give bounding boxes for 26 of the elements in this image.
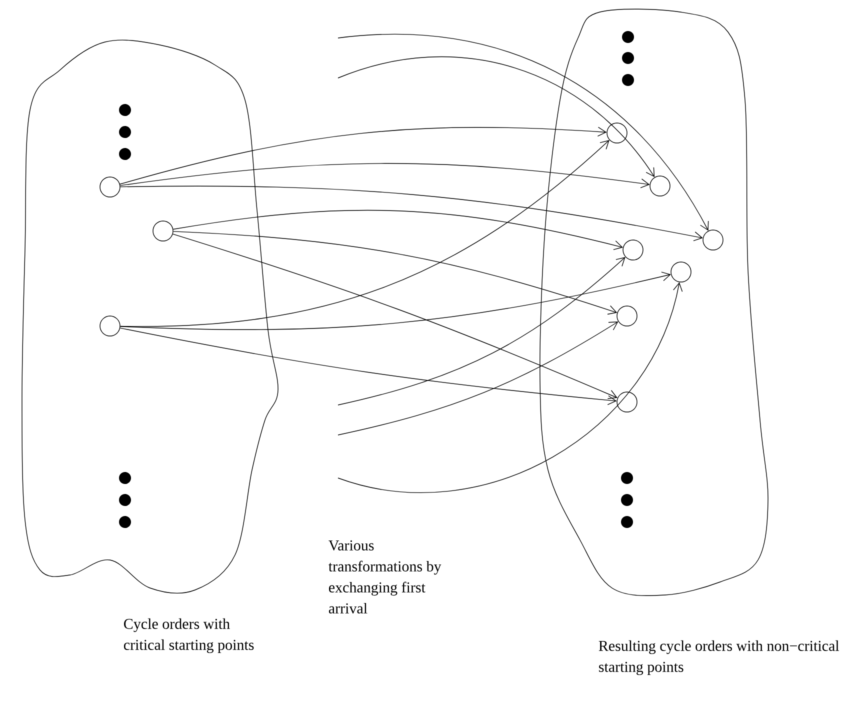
state-circle (100, 316, 120, 336)
arrow (120, 163, 650, 188)
arrow (173, 231, 618, 315)
arrow (338, 34, 709, 231)
arrow (338, 257, 626, 406)
state-circle (616, 392, 638, 412)
arrow (338, 282, 683, 493)
arrow (120, 126, 607, 184)
state-circle (152, 220, 174, 242)
state-circle (650, 176, 670, 196)
state-circle (622, 240, 644, 260)
group-label: Resulting cycle orders with non−critical starting points (598, 640, 840, 676)
arrow (338, 56, 655, 178)
group-label: Cycle orders with critical starting points (124, 618, 254, 654)
arrow (120, 328, 617, 406)
arrow (120, 186, 703, 242)
state-circle (616, 306, 638, 326)
state-circle (100, 176, 120, 198)
arrow (172, 234, 618, 399)
state-circle (670, 262, 692, 282)
arrow (120, 272, 671, 330)
note-text: Various transformations by exchanging first arrival (328, 540, 442, 614)
state-circle (606, 122, 628, 144)
state-circle (702, 230, 724, 250)
arrow (172, 210, 623, 250)
arrow (338, 322, 618, 436)
